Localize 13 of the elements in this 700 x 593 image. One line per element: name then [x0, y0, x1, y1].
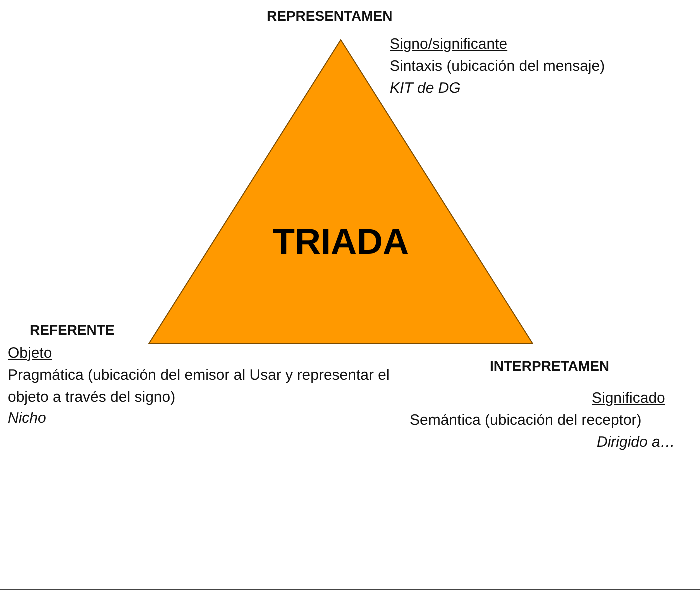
- note-text: KIT de DG: [390, 79, 461, 99]
- triad-title: TRIADA: [273, 221, 409, 262]
- underlined-term: Signo/significante: [390, 35, 508, 55]
- description-text: Sintaxis (ubicación del mensaje): [390, 57, 606, 77]
- underlined-term: Objeto: [8, 344, 52, 364]
- description-text: Pragmática (ubicación del emisor al Usar y representar el objeto a través del signo): [8, 366, 391, 408]
- note-text: Nicho: [8, 409, 46, 429]
- note-text: Dirigido a…: [597, 433, 676, 453]
- corner-heading: REPRESENTAMEN: [267, 7, 393, 26]
- corner-heading: REFERENTE: [30, 321, 115, 340]
- corner-heading: INTERPRETAMEN: [490, 357, 610, 376]
- underlined-term: Significado: [592, 389, 666, 409]
- description-text: Semántica (ubicación del receptor): [410, 411, 642, 431]
